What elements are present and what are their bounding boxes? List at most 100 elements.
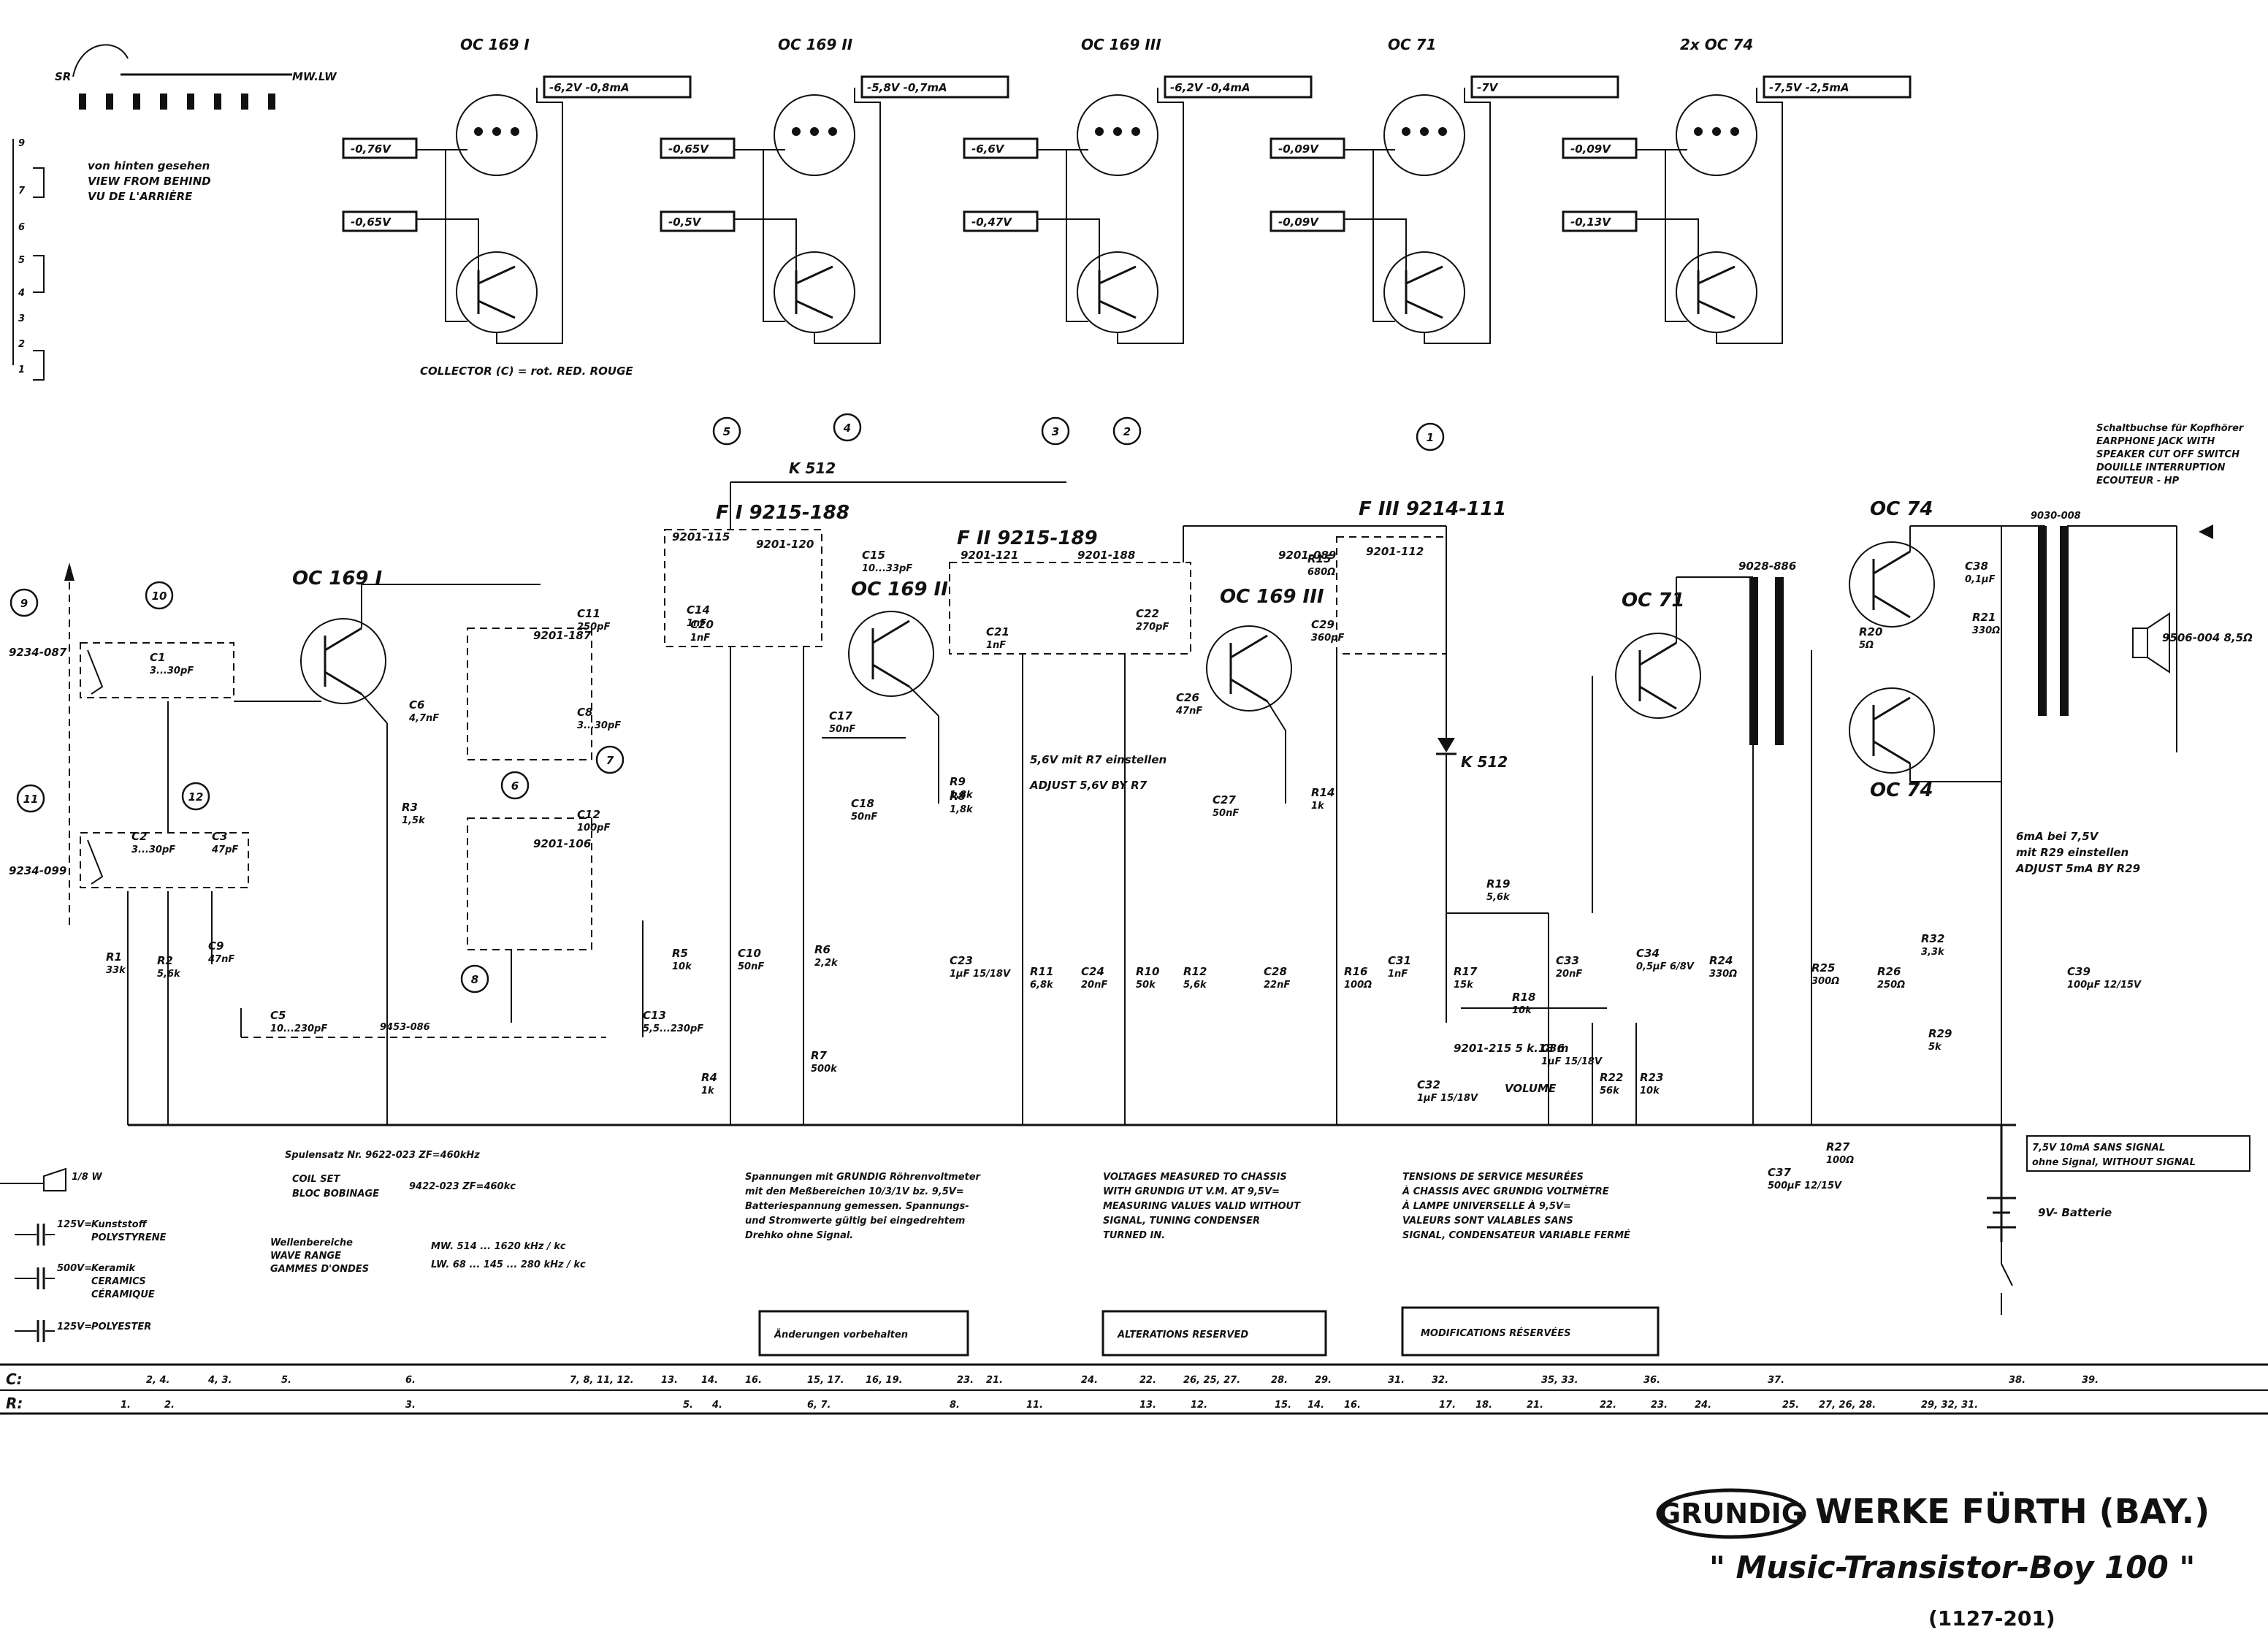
svg-text:Spannungen mit GRUNDIG Röhrenv: Spannungen mit GRUNDIG Röhrenvoltmeter [745, 1172, 982, 1183]
c-index-item: 35, 33. [1541, 1375, 1578, 1386]
collector-value: -6,2V -0,4mA [1170, 81, 1251, 94]
component-ref: R20 [1859, 625, 1882, 638]
svg-text:9201-121: 9201-121 [961, 549, 1018, 562]
r-index-item: 21. [1527, 1400, 1543, 1411]
component-value: 20nF [1081, 980, 1107, 991]
collector-value: -7V [1477, 81, 1499, 94]
schematic-notes: 5,6V mit R7 einstellen ADJUST 5,6V BY R7… [380, 423, 2253, 1219]
component-labels: C13...30pFC23...30pFC347pFC510...230pFC6… [106, 549, 2142, 1191]
svg-text:MEASURING VALUES VALID WITHOUT: MEASURING VALUES VALID WITHOUT [1103, 1201, 1301, 1212]
pin-view-5: 2x OC 74-7,5V -2,5mA-0,09V-0,13V [1562, 36, 1912, 344]
svg-text:9201-089: 9201-089 [1278, 549, 1336, 562]
component-value: 3,3k [1921, 947, 1945, 958]
base-value: -0,65V [668, 142, 709, 156]
component-ref: C21 [986, 625, 1009, 638]
component-ref: R27 [1826, 1140, 1850, 1153]
symbol-legend: 1/8 W 125V= Kunststoff POLYSTYRENE 500V=… [0, 1150, 586, 1342]
label-diode-1: K 512 [789, 459, 836, 477]
component-ref: R12 [1183, 965, 1207, 978]
pin-view-type: 2x OC 74 [1680, 36, 1753, 53]
emitter-value: -0,13V [1570, 216, 1611, 229]
svg-text:6: 6 [18, 222, 25, 233]
component-value: 4,7nF [408, 713, 439, 724]
svg-text:Schaltbuchse für Kopfhörer: Schaltbuchse für Kopfhörer [2096, 423, 2245, 434]
component-value: 500µF 12/15V [1768, 1181, 1842, 1191]
svg-text:9V- Batterie: 9V- Batterie [2038, 1206, 2112, 1219]
component-value: 10k [1640, 1086, 1660, 1096]
c-index-item: 15, 17. [807, 1375, 844, 1386]
component-ref: R26 [1877, 965, 1901, 978]
r-index-item: 2. [164, 1400, 175, 1411]
test-point-circle [1416, 422, 1445, 451]
svg-text:CÉRAMIQUE: CÉRAMIQUE [91, 1289, 155, 1300]
test-point-circle [712, 416, 741, 446]
svg-text:9201-215 5 k.18 m: 9201-215 5 k.18 m [1454, 1042, 1569, 1055]
svg-text:SIGNAL, CONDENSATEUR VARIABLE: SIGNAL, CONDENSATEUR VARIABLE FERMÉ [1402, 1229, 1630, 1241]
part-index-rows: C: R: 2, 4.4, 3.5.6.7, 8, 11, 12.13.14.1… [0, 1363, 2268, 1415]
component-ref: C32 [1417, 1078, 1440, 1091]
svg-text:Wellenbereiche: Wellenbereiche [270, 1237, 353, 1248]
pin-view-type: OC 169 III [1081, 36, 1161, 53]
emitter-value: -0,47V [971, 216, 1012, 229]
base-value: -0,76V [351, 142, 392, 156]
component-ref: C10 [738, 947, 761, 960]
r-index-item: 4. [711, 1400, 722, 1411]
svg-text:CERAMICS: CERAMICS [91, 1276, 146, 1287]
svg-text:9201-188: 9201-188 [1077, 549, 1135, 562]
c-index-item: 13. [661, 1375, 678, 1386]
svg-text:ALTERATIONS RESERVED: ALTERATIONS RESERVED [1117, 1330, 1248, 1340]
component-ref: R11 [1030, 965, 1053, 978]
svg-text:BLOC BOBINAGE: BLOC BOBINAGE [292, 1189, 379, 1200]
wave-switch-diagram: MW.LW SR [55, 44, 337, 110]
component-value: 10...230pF [270, 1023, 327, 1034]
c-index-item: 24. [1081, 1375, 1098, 1386]
emitter-value: -0,5V [668, 216, 702, 229]
test-point-circle [145, 581, 174, 610]
component-value: 5,6k [1486, 892, 1511, 903]
svg-text:POLYESTER: POLYESTER [91, 1321, 151, 1332]
component-ref: R21 [1972, 611, 1996, 624]
svg-text:WAVE RANGE: WAVE RANGE [270, 1251, 341, 1262]
component-value: 47pF [211, 844, 238, 855]
r-index-item: 3. [405, 1400, 416, 1411]
component-value: 50nF [851, 812, 877, 823]
r-index-item: 5. [683, 1400, 693, 1411]
component-ref: C5 [270, 1009, 286, 1022]
component-value: 300Ω [1811, 976, 1839, 987]
label-oc74-a: OC 74 [1870, 498, 1933, 520]
c-index-item: 31. [1388, 1375, 1405, 1386]
component-ref: R23 [1640, 1071, 1663, 1084]
component-ref: C37 [1768, 1166, 1791, 1179]
component-value: 5,6k [157, 969, 181, 980]
label-diode-2: K 512 [1461, 753, 1508, 771]
r-index: 1.2.3.5.4.6, 7.8.11.13.12.15.14.16.17.18… [121, 1400, 1978, 1411]
r-index-item: 6, 7. [807, 1400, 831, 1411]
label-oc71: OC 71 [1622, 590, 1684, 611]
c-index-item: 6. [405, 1375, 416, 1386]
pin-view-4: OC 71-7V-0,09V-0,09V [1269, 36, 1619, 344]
c-index-item: 28. [1271, 1375, 1288, 1386]
component-value: 3...30pF [577, 720, 621, 731]
svg-text:9201-120: 9201-120 [756, 538, 814, 551]
component-value: 270pF [1136, 622, 1169, 633]
svg-text:9234-087: 9234-087 [9, 646, 67, 659]
svg-text:Batteriespannung gemessen. Spa: Batteriespannung gemessen. Spannungs- [745, 1201, 969, 1212]
c-index-item: 38. [2009, 1375, 2025, 1386]
component-ref: C24 [1081, 965, 1104, 978]
component-value: 500k [811, 1064, 838, 1075]
svg-text:ADJUST 5mA BY R29: ADJUST 5mA BY R29 [2015, 862, 2140, 875]
svg-text:9201-115: 9201-115 [672, 530, 730, 544]
c-index-item: 23. [957, 1375, 974, 1386]
test-point-number: 11 [23, 793, 39, 806]
svg-text:POLYSTYRENE: POLYSTYRENE [91, 1232, 167, 1243]
svg-text:mit den Meßbereichen 10/3/1V b: mit den Meßbereichen 10/3/1V bz. 9,5V= [745, 1186, 964, 1197]
component-ref: C28 [1264, 965, 1287, 978]
component-ref: R19 [1486, 877, 1510, 890]
component-ref: C8 [577, 706, 592, 719]
component-value: 10k [1512, 1005, 1532, 1016]
test-point-circle [500, 771, 530, 800]
label-fi: F I 9215-188 [716, 502, 849, 524]
